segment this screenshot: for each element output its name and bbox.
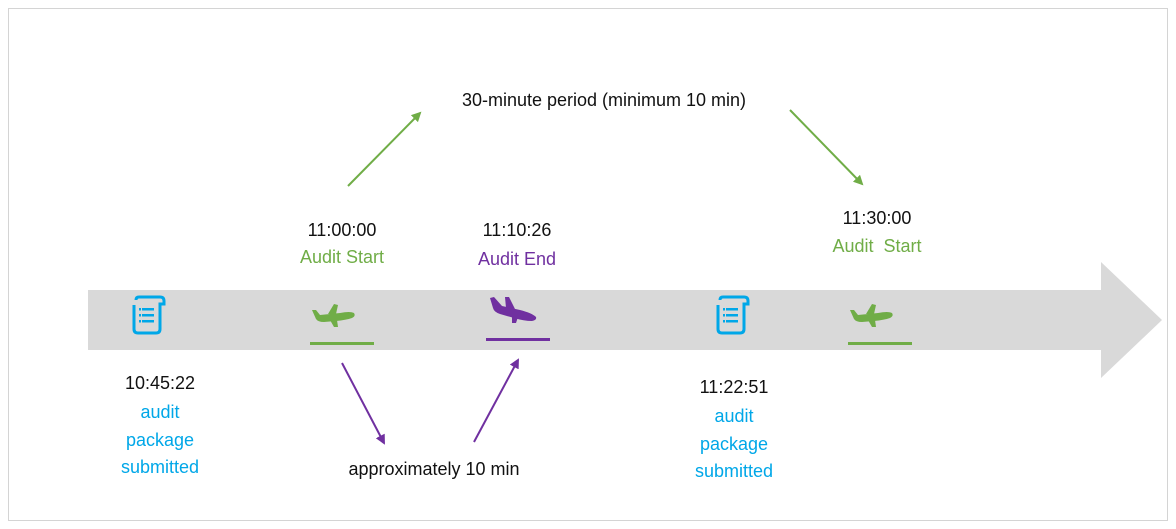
event-label: Audit End: [477, 249, 557, 269]
diagram-frame: [8, 8, 1168, 521]
period-arrow-down: [789, 109, 864, 186]
submission-time: 11:22:51: [699, 377, 769, 397]
airplane-takeoff-icon: [310, 304, 374, 345]
event-time: 11:30:00: [842, 208, 912, 228]
submission-label: audit: [140, 402, 180, 422]
submission-label: package: [125, 430, 195, 450]
submission-label: audit: [714, 406, 754, 426]
gap-arrow-up: [473, 358, 519, 443]
submission-label: submitted: [120, 457, 200, 477]
period-arrow-up: [347, 111, 422, 187]
document-icon: [716, 295, 750, 335]
event-time: 11:10:26: [482, 220, 552, 240]
event-label: Audit Start: [299, 247, 385, 267]
event-label: Audit Start: [832, 236, 922, 256]
period-label: 30-minute period (minimum 10 min): [461, 90, 747, 110]
airplane-landing-icon: [486, 297, 550, 341]
timeline-arrow: [88, 262, 1162, 378]
submission-time: 10:45:22: [124, 373, 196, 393]
event-time: 11:00:00: [307, 220, 377, 240]
submission-label: submitted: [694, 461, 774, 481]
airplane-takeoff-icon: [848, 304, 912, 345]
gap-arrow-down: [341, 362, 385, 445]
gap-label: approximately 10 min: [348, 459, 520, 479]
submission-label: package: [699, 434, 769, 454]
document-icon: [132, 295, 166, 335]
